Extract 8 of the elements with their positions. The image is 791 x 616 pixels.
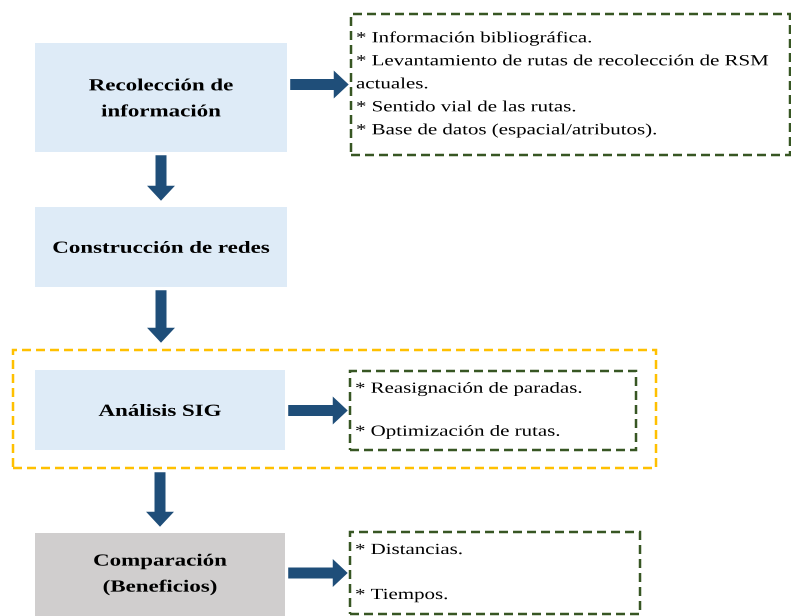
note-box: * Reasignación de paradas. * Optimización de rutas. [348, 370, 638, 452]
process-box: Recolección de información [35, 43, 287, 152]
note-box: * Información bibliográfica. * Levantamiento de rutas de recolección de RSM actuales. * Sentido vial de las rutas. * Base de datos (espacial/atributos). [350, 12, 791, 156]
process-box: Análisis SIG [35, 370, 285, 450]
group-frame [12, 348, 658, 470]
process-box: Comparación (Beneficios) [35, 533, 285, 616]
note-box: * Distancias. * Tiempos. [348, 530, 642, 616]
process-box: Construcción de redes [35, 207, 287, 287]
